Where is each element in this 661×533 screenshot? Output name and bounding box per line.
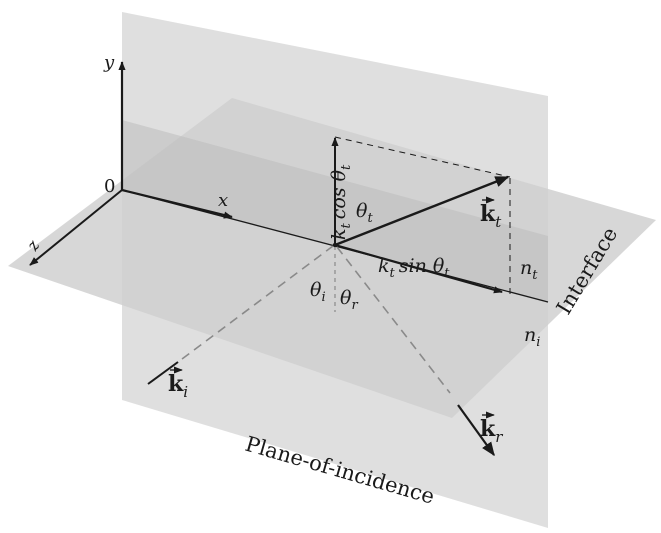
theta-r-label: θr [340,287,358,313]
ni-label: ni [524,324,540,350]
interface-plane [8,98,656,418]
svg-text:ktcos θt: ktcos θt [328,164,354,240]
svg-text:kr: kr [480,416,503,446]
theta-i-label: θi [310,279,326,305]
reflected-ray-arrow [457,404,495,457]
vec-kr-label: kr [480,411,503,446]
z-axis [29,189,123,266]
dashed-top [334,136,511,178]
kt-cos-label: ktcos θt [328,164,354,240]
vec-kt-label: kt [480,196,502,231]
vec-ki-label: ki [168,366,188,401]
y-axis-label: y [103,52,115,73]
incidence-point [332,242,338,248]
x-axis-arrow [121,188,233,219]
nt-label: nt [520,257,538,283]
x-axis-label: x [218,190,228,211]
svg-text:kt: kt [480,201,502,231]
reflected-ray-dashed [336,246,451,394]
svg-text:ki: ki [168,371,188,401]
kt-sin-arrow [334,243,503,294]
incident-ray-dashed [169,245,334,369]
transmitted-vector [334,175,510,247]
origin-label: 0 [104,176,115,197]
theta-t-label: θt [356,200,373,226]
incident-ray-solid [147,361,179,385]
